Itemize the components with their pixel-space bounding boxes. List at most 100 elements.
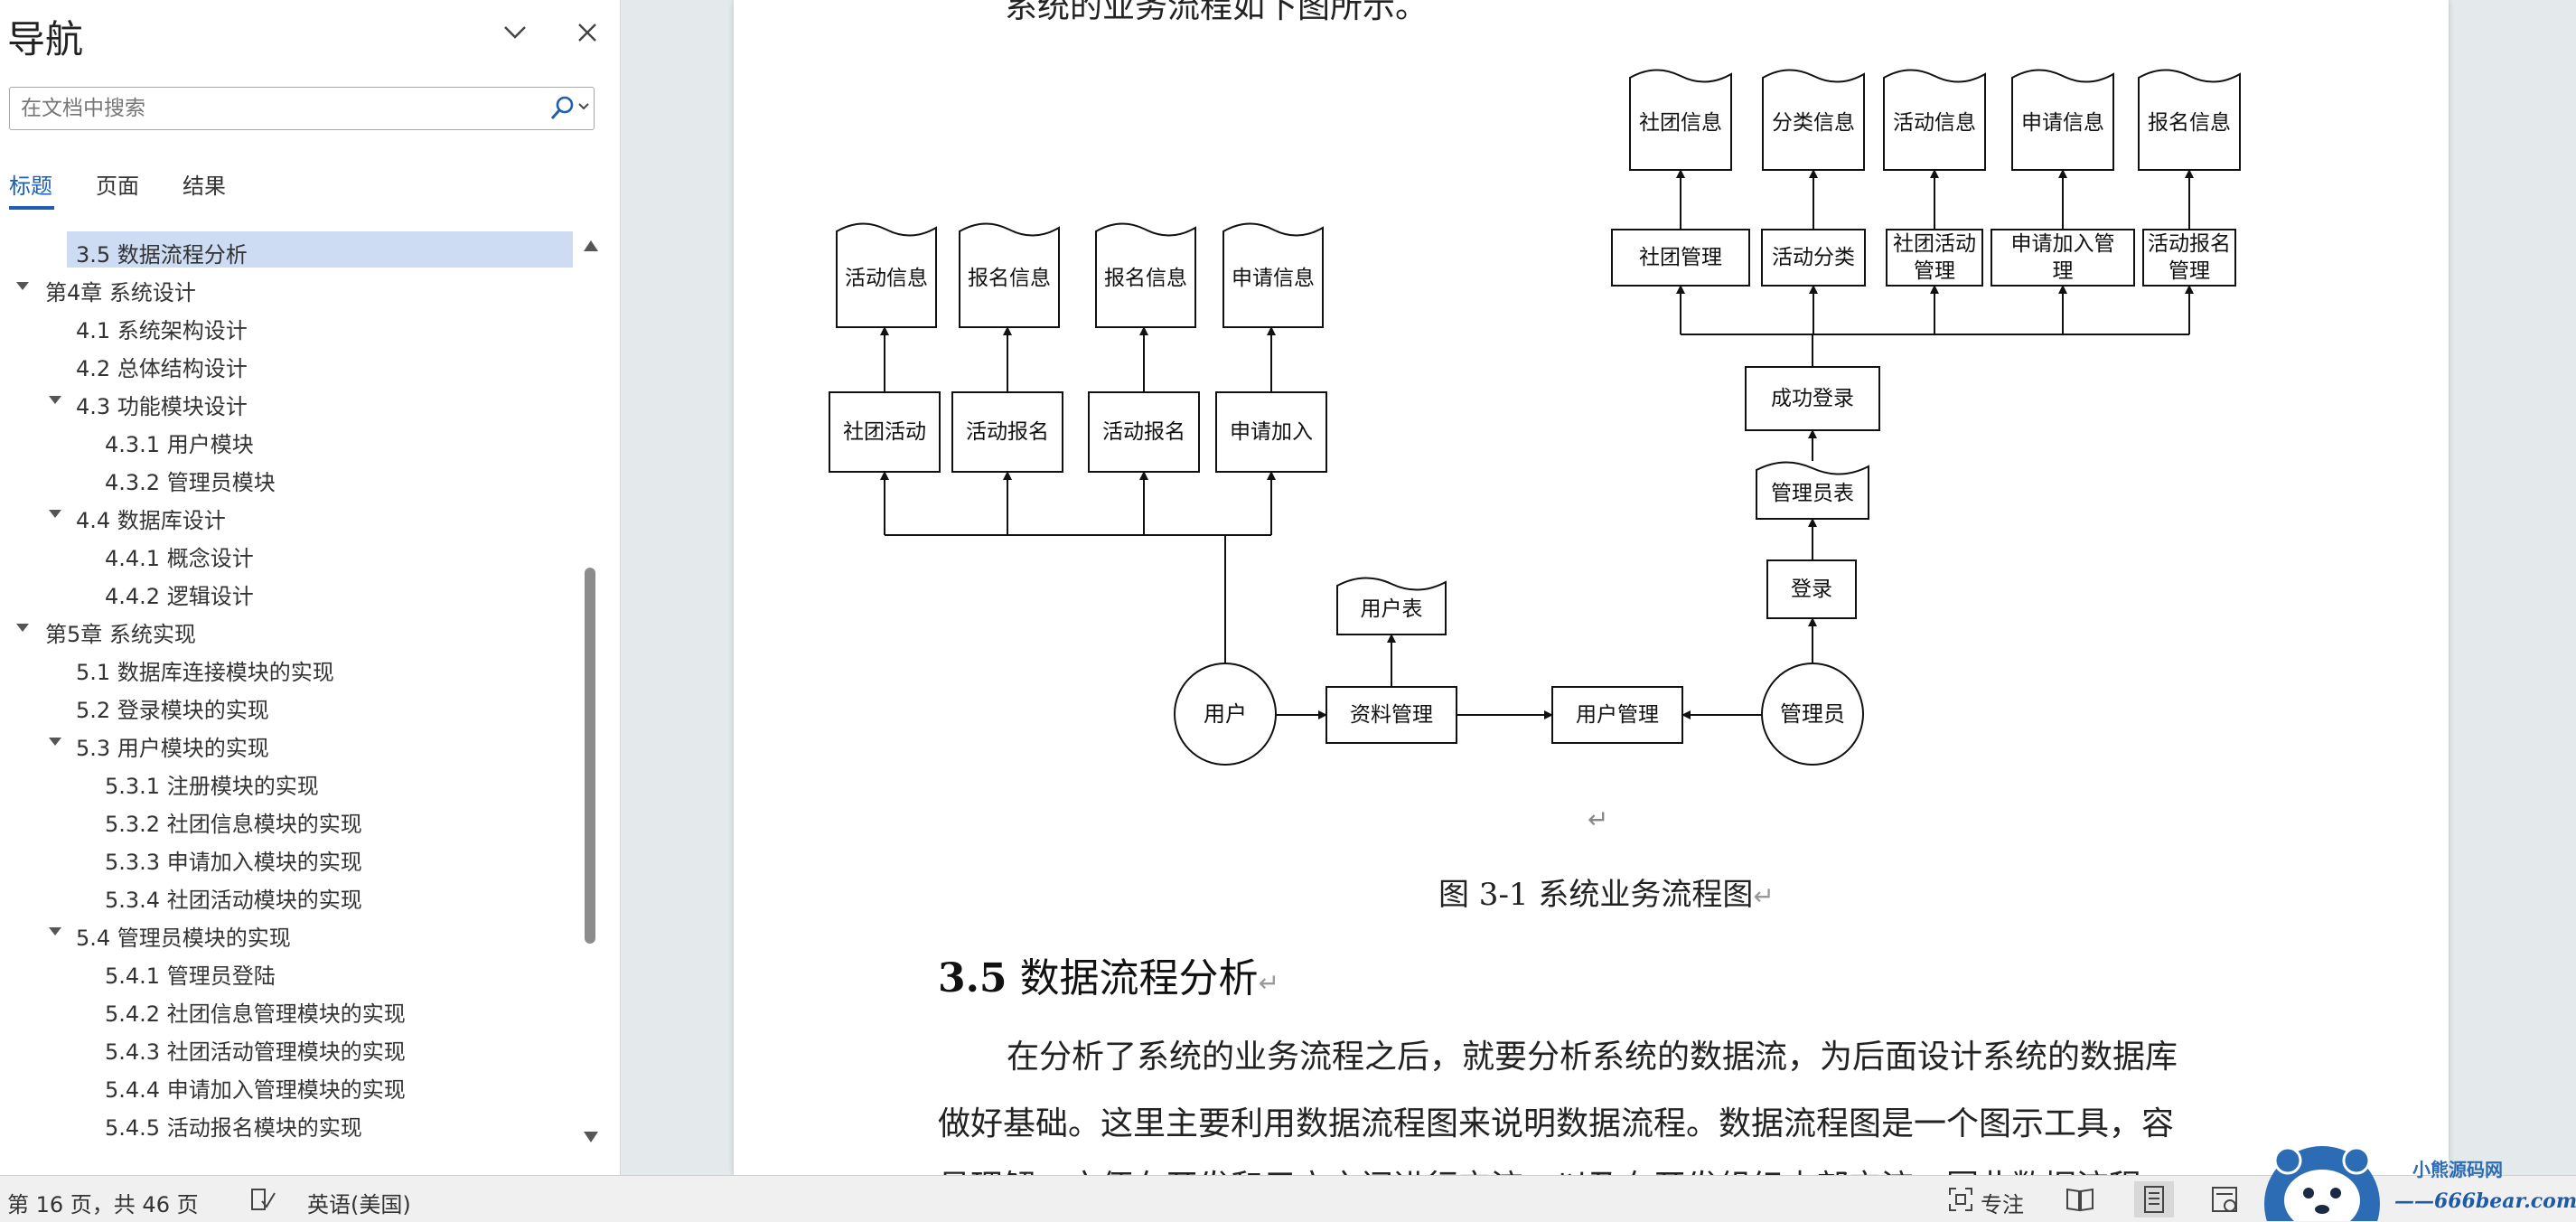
tab-pages[interactable]: 页面 [96, 174, 139, 199]
section-number: 3.5 [938, 955, 1007, 1001]
close-icon[interactable] [571, 16, 604, 49]
actor-label: 管理员 [1780, 701, 1845, 727]
expand-arrow-icon[interactable] [49, 927, 61, 935]
nav-heading-item[interactable]: 5.3.2 社团信息模块的实现 [0, 801, 578, 837]
process-box [1745, 366, 1880, 431]
nav-scrollbar[interactable] [582, 231, 598, 1153]
nav-heading-item[interactable]: 5.4.3 社团活动管理模块的实现 [0, 1029, 578, 1065]
nav-heading-label: 第4章 系统设计 [45, 280, 196, 306]
process-box [1886, 229, 1983, 287]
nav-heading-item[interactable]: 4.3.2 管理员模块 [0, 459, 578, 495]
document-label: 报名信息 [2148, 111, 2231, 135]
expand-arrow-icon[interactable] [49, 738, 61, 746]
nav-heading-item[interactable]: 5.4.4 申请加入管理模块的实现 [0, 1067, 578, 1103]
nav-heading-item[interactable]: 4.3.1 用户模块 [0, 421, 578, 457]
page-count[interactable]: 第 16 页，共 46 页 [7, 1192, 199, 1217]
document-label: 活动信息 [1893, 111, 1976, 135]
nav-heading-label: 4.1 系统架构设计 [76, 318, 248, 343]
body-text-line: 在分析了系统的业务流程之后，就要分析系统的数据流，为后面设计系统的数据库 [1007, 1039, 2178, 1076]
document-label: 报名信息 [968, 267, 1051, 290]
expand-arrow-icon[interactable] [16, 282, 29, 290]
process-label: 管理 [1914, 259, 1955, 283]
tab-results[interactable]: 结果 [183, 174, 226, 199]
process-label: 管理 [2169, 259, 2210, 283]
web-layout-icon[interactable] [2205, 1181, 2244, 1217]
nav-heading-label: 4.3.1 用户模块 [105, 432, 254, 457]
nav-heading-label: 5.4.3 社团活动管理模块的实现 [105, 1039, 406, 1065]
document-label: 社团信息 [1639, 111, 1722, 135]
nav-title: 导航 [7, 17, 84, 61]
process-label: 活动分类 [1772, 246, 1855, 269]
process-box [1088, 391, 1200, 473]
nav-heading-item[interactable]: 4.2 总体结构设计 [0, 345, 578, 381]
read-mode-icon[interactable] [2060, 1181, 2100, 1217]
nav-heading-item[interactable]: 5.2 登录模块的实现 [0, 687, 578, 723]
nav-heading-label: 3.5 数据流程分析 [76, 242, 248, 268]
chevron-down-icon[interactable] [577, 100, 590, 113]
nav-heading-item[interactable]: 5.3 用户模块的实现 [0, 725, 578, 761]
print-layout-icon[interactable] [2134, 1181, 2174, 1217]
nav-heading-item[interactable]: 5.4.5 活动报名模块的实现 [0, 1104, 578, 1141]
body-text-line: 易理解，方便在开发和用户之间进行交流，以及在开发组织内部交流。因此数据流程 [938, 1161, 2141, 1175]
scrollbar-thumb[interactable] [585, 568, 595, 944]
nav-heading-item[interactable]: 4.1 系统架构设计 [0, 307, 578, 343]
nav-heading-label: 5.4.2 社团信息管理模块的实现 [105, 1001, 406, 1027]
nav-heading-item[interactable]: 5.3.1 注册模块的实现 [0, 763, 578, 799]
nav-heading-item[interactable]: 4.4.2 逻辑设计 [0, 573, 578, 609]
expand-arrow-icon[interactable] [49, 396, 61, 404]
body-text-line: 做好基础。这里主要利用数据流程图来说明数据流程。数据流程图是一个图示工具，容 [938, 1105, 2175, 1142]
process-label: 社团管理 [1639, 246, 1722, 269]
document-label: 活动信息 [845, 267, 928, 290]
document-shape [1883, 69, 1986, 171]
process-label: 活动报名 [966, 420, 1049, 444]
chevron-down-icon[interactable] [499, 16, 531, 49]
document-label: 申请信息 [2021, 111, 2104, 135]
tab-headings[interactable]: 标题 [9, 174, 52, 199]
search-input[interactable] [19, 93, 529, 124]
nav-heading-item[interactable]: 5.4.1 管理员登陆 [0, 953, 578, 989]
nav-heading-label: 4.3.2 管理员模块 [105, 470, 276, 495]
process-label: 成功登录 [1771, 387, 1854, 410]
nav-heading-label: 5.3.3 申请加入模块的实现 [105, 850, 362, 875]
document-label: 管理员表 [1771, 482, 1854, 505]
nav-heading-item[interactable]: 第4章 系统设计 [0, 269, 578, 306]
document-label: 用户表 [1361, 597, 1423, 621]
active-tab-indicator [9, 206, 54, 210]
document-shape [1762, 69, 1865, 171]
document-page[interactable]: 系统的业务流程如下图所示。 活动信息社团活动报名信息活动报名报名信息活动报名申请… [734, 0, 2449, 1175]
nav-heading-item[interactable]: 4.3 功能模块设计 [0, 383, 578, 419]
document-shape [1629, 69, 1732, 171]
nav-heading-item[interactable]: 5.3.4 社团活动模块的实现 [0, 877, 578, 913]
expand-arrow-icon[interactable] [16, 624, 29, 632]
watermark-title: 小熊源码网 [2412, 1159, 2503, 1180]
nav-heading-label: 5.4.1 管理员登陆 [105, 964, 276, 989]
language-indicator[interactable]: 英语(美国) [307, 1192, 411, 1217]
nav-heading-item[interactable]: 4.4 数据库设计 [0, 497, 578, 533]
expand-arrow-icon[interactable] [49, 510, 61, 518]
focus-icon [1949, 1188, 1972, 1211]
search-icon[interactable] [548, 95, 576, 122]
nav-heading-label: 4.4.1 概念设计 [105, 546, 254, 571]
nav-heading-item[interactable]: 3.5 数据流程分析 [0, 231, 578, 268]
nav-heading-item[interactable]: 第5章 系统实现 [0, 611, 578, 647]
process-label: 资料管理 [1350, 703, 1433, 727]
nav-heading-label: 5.2 登录模块的实现 [76, 698, 269, 723]
scroll-up-icon[interactable] [584, 240, 598, 251]
nav-heading-item[interactable]: 5.4 管理员模块的实现 [0, 915, 578, 951]
paragraph-mark: ↵ [1258, 968, 1280, 998]
nav-heading-label: 5.3.2 社团信息模块的实现 [105, 812, 362, 837]
proofing-icon[interactable] [249, 1187, 276, 1212]
scroll-down-icon[interactable] [584, 1132, 598, 1142]
paragraph-mark: ↵ [1588, 804, 1609, 834]
nav-heading-item[interactable]: 5.3.3 申请加入模块的实现 [0, 839, 578, 875]
nav-heading-label: 5.4.5 活动报名模块的实现 [105, 1115, 362, 1141]
nav-heading-label: 5.3 用户模块的实现 [76, 736, 269, 761]
document-shape [1095, 222, 1196, 328]
bear-logo-icon [2264, 1146, 2380, 1221]
nav-heading-item[interactable]: 4.4.1 概念设计 [0, 535, 578, 571]
nav-heading-item[interactable]: 5.4.2 社团信息管理模块的实现 [0, 991, 578, 1027]
nav-heading-label: 4.4 数据库设计 [76, 508, 226, 533]
nav-heading-item[interactable]: 5.1 数据库连接模块的实现 [0, 649, 578, 685]
